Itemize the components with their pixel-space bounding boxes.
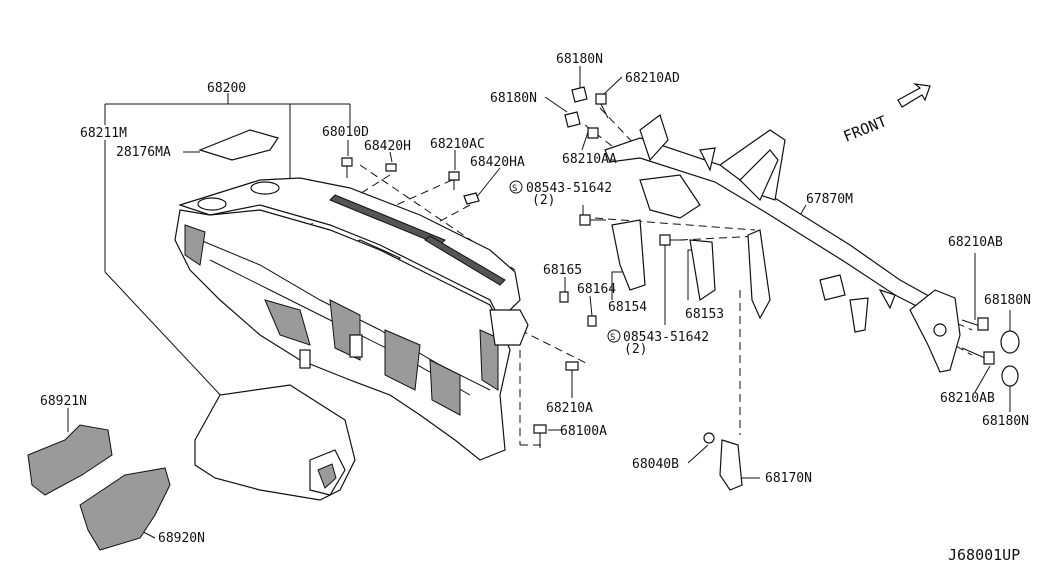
front-arrow xyxy=(897,83,931,108)
part-68211M-lid xyxy=(194,384,356,501)
label-68210AB-bottom: 68210AB xyxy=(940,391,995,406)
screw-symbol-bottom-letter: S xyxy=(610,333,615,343)
label-08543-bottom: 08543-51642 xyxy=(623,330,709,345)
label-front: FRONT xyxy=(841,112,890,146)
label-08543-bottom-qty: (2) xyxy=(624,342,647,357)
part-28176MA xyxy=(198,129,279,161)
label-68211M: 68211M xyxy=(80,126,127,141)
label-68920N: 68920N xyxy=(158,531,205,546)
screw-symbol-top-letter: S xyxy=(512,184,517,194)
part-labels: 68200 68211M 28176MA 68010D 68420H 68210… xyxy=(40,52,1031,564)
label-68180N-top: 68180N xyxy=(556,52,603,67)
fasteners-lower xyxy=(533,361,579,448)
label-68100A: 68100A xyxy=(560,424,607,439)
screw-symbol-bottom xyxy=(607,329,621,343)
label-68420HA: 68420HA xyxy=(470,155,525,170)
label-68210AB-top: 68210AB xyxy=(948,235,1003,250)
instrument-panel-assembly xyxy=(174,177,529,461)
screw-symbol-top xyxy=(509,180,523,194)
label-08543-top-qty: (2) xyxy=(532,193,555,208)
label-68153: 68153 xyxy=(685,307,724,322)
label-68165: 68165 xyxy=(543,263,582,278)
part-68920N xyxy=(79,467,171,551)
label-68040B: 68040B xyxy=(632,457,679,472)
steering-member-67870M xyxy=(604,114,961,373)
label-68010D: 68010D xyxy=(322,125,369,140)
label-68200: 68200 xyxy=(207,81,246,96)
diagram-code: J68001UP xyxy=(948,546,1020,564)
label-68164: 68164 xyxy=(577,282,616,297)
label-08543-top: 08543-51642 xyxy=(526,181,612,196)
label-68210AC: 68210AC xyxy=(430,137,485,152)
part-68170N-bracket xyxy=(703,432,743,491)
label-67870M: 67870M xyxy=(806,192,853,207)
fasteners-top xyxy=(341,157,480,205)
label-68154: 68154 xyxy=(608,300,647,315)
part-68921N xyxy=(27,424,113,496)
label-68180N-left: 68180N xyxy=(490,91,537,106)
label-68420H: 68420H xyxy=(364,139,411,154)
label-28176MA: 28176MA xyxy=(116,145,171,160)
label-68210AD: 68210AD xyxy=(625,71,680,86)
label-68180N-right: 68180N xyxy=(984,293,1031,308)
label-68210AA: 68210AA xyxy=(562,152,617,167)
label-68921N: 68921N xyxy=(40,394,87,409)
label-68180N-bottom: 68180N xyxy=(982,414,1029,429)
label-68170N: 68170N xyxy=(765,471,812,486)
fasteners-member xyxy=(559,86,1020,387)
label-68210A: 68210A xyxy=(546,401,593,416)
